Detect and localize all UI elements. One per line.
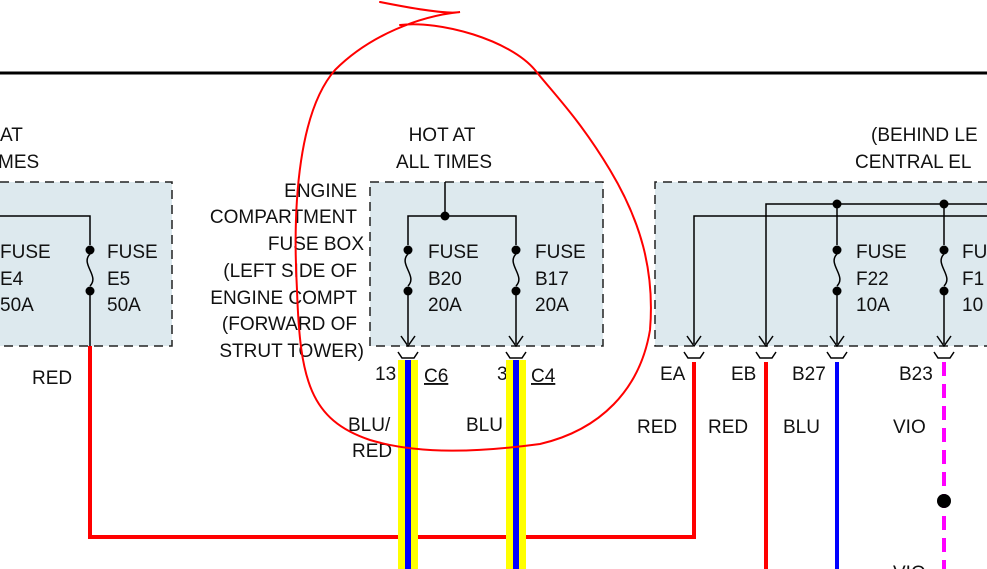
fuse-b17-symbol [512,253,520,287]
fuse-f22-line3: 10A [856,295,890,316]
wire-c6-label-line2: RED [352,441,392,462]
pin-eb-label: EB [731,364,756,385]
connector-c6-pin: 13 [375,364,396,385]
fuse-f1x-symbol [940,253,948,287]
location-line-3: FUSE BOX [268,234,364,255]
fuse-b17-bottom-node [511,286,521,296]
connector-b27-symbol [826,351,848,359]
connector-c4-id: C4 [531,366,556,387]
connector-ea-symbol [683,351,705,359]
fuse-f22-bottom-node [832,286,842,296]
fuse-f22-top-node [832,245,842,255]
connector-c6: 13 C6 [375,351,448,387]
fuse-b17-line2: B17 [535,269,569,290]
fuse-f1x-line1: FU [962,242,987,263]
location-line-4: (LEFT SIDE OF [223,261,357,282]
fuse-f1x-line2: F1 [962,269,984,290]
wire-b27-color: BLU [783,417,820,438]
fuse-f22-arrow [829,335,845,348]
fuse-b20-top-node [403,245,413,255]
connector-c6-id: C6 [424,366,448,387]
fuse-b17-line3: 20A [535,295,569,316]
location-line-1: ENGINE [284,181,357,202]
right-fuse-box: (BEHIND LE CENTRAL EL FUSE F22 10A FU F1… [654,125,987,348]
fuse-b17-line1: FUSE [535,242,586,263]
connector-c4-symbol [505,351,527,359]
right-header-line1: (BEHIND LE [871,125,978,146]
pin-b23-label: B23 [899,364,933,385]
fuse-b17-arrow [508,335,524,348]
location-line-7: STRUT TOWER) [219,341,364,362]
wire-c4-label: BLU [466,415,503,436]
fuse-e5-symbol [86,253,94,287]
pin-b27-label: B27 [792,364,826,385]
violet-wire-splice-node [937,494,951,508]
fuse-e4-line2: E4 [0,269,24,290]
left-header-line1: AT [0,125,23,146]
wire-c4-blue-core [513,360,519,569]
right-fuse-box-outline [654,181,987,347]
fuse-e5-top-node [85,245,95,255]
fuse-f1x-line3: 10 [962,295,983,316]
wire-ea-color: RED [637,417,677,438]
center-bus-line [407,215,517,245]
left-fuse-box-outline [0,181,173,347]
ea-arrow [686,335,702,348]
left-fuse-box: AT MES FUSE E4 50A FUSE E5 50A RED [0,125,173,389]
fuse-f22-line1: FUSE [856,242,907,263]
fuse-b20-bottom-node [403,286,413,296]
fuse-f1x-top-node [939,245,949,255]
right-header-line2: CENTRAL EL [855,152,972,173]
fuse-e5-bottom-node [85,286,95,296]
center-header-line2: ALL TIMES [396,152,492,173]
connector-c4: 3 C4 [497,351,556,387]
annotation-circle [294,1,652,452]
center-header-line1: HOT AT [409,125,476,146]
wire-c6-label-bg [346,412,396,460]
right-bus-upper [765,203,987,344]
connector-b23-symbol [933,351,955,359]
connector-eb-symbol [755,351,777,359]
fuse-b20-symbol [404,253,412,287]
wire-c6-label-line1: BLU/ [348,415,391,436]
connector-c4-pin: 3 [497,364,508,385]
fuse-f22-symbol [833,253,841,287]
left-header-line2: MES [0,152,39,173]
location-line-5: ENGINE COMPT [210,288,357,309]
fuse-e5-line3: 50A [107,295,141,316]
pin-ea-label: EA [660,364,686,385]
connector-c6-symbol [397,351,419,359]
fuse-e5-line1: FUSE [107,242,158,263]
fuse-b20-line1: FUSE [428,242,479,263]
fuse-b17-top-node [511,245,521,255]
red-wire-e5-to-ea [88,346,696,539]
eb-arrow [758,335,774,348]
fuse-f22-line2: F22 [856,269,889,290]
wire-b23-color: VIO [893,417,926,438]
fuse-e4-line3: 50A [0,295,34,316]
wire-c6-blue-core [405,360,411,569]
fuse-b20-line3: 20A [428,295,462,316]
location-line-2: COMPARTMENT [210,207,357,228]
fuse-f1x-arrow [936,335,952,348]
fuse-e5-line2: E5 [107,269,130,290]
fuse-e4-line1: FUSE [0,242,51,263]
fuse-b20-line2: B20 [428,269,462,290]
left-bus-line [0,215,91,245]
center-fuse-box-outline [369,181,604,347]
fuse-b20-arrow [400,335,416,348]
right-bus-lower [693,215,987,344]
fuse-f1x-bottom-node [939,286,949,296]
left-wire-color-label: RED [32,368,72,389]
wire-eb-color: RED [708,417,748,438]
location-line-6: (FORWARD OF [222,314,357,335]
wire-b23-bottom-color: VIO [893,563,926,569]
center-fuse-box: HOT AT ALL TIMES ENGINE COMPARTMENT FUSE… [210,125,604,362]
